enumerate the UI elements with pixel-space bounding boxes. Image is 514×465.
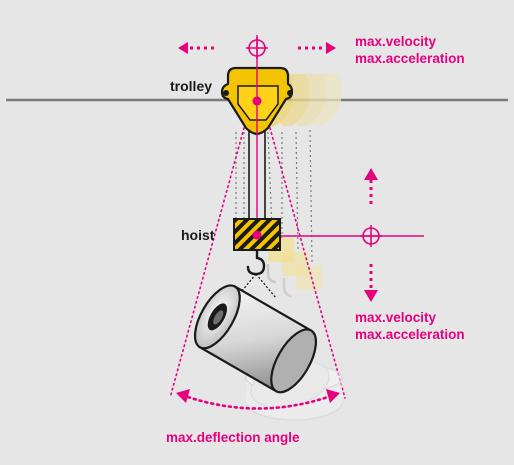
trolley-acceleration-label: max.acceleration	[355, 51, 465, 66]
hook-ghost	[266, 264, 277, 284]
hoist-velocity-label: max.velocity	[355, 310, 437, 325]
cylinder-load-icon	[193, 284, 318, 394]
crosshair-icon	[246, 37, 268, 59]
cables	[248, 126, 266, 220]
trolley-label: trolley	[170, 78, 213, 94]
ghost-cables	[235, 129, 313, 263]
hoist-motion-arrows	[364, 168, 378, 302]
deflection-arrow	[176, 389, 340, 410]
trolley-velocity-label: max.velocity	[355, 34, 437, 49]
trolley-motion-arrows	[178, 42, 336, 54]
hoist-acceleration-label: max.acceleration	[355, 327, 465, 342]
trolley-pivot-dot	[252, 96, 262, 106]
hoist-label: hoist	[181, 227, 215, 243]
hoist-hazard-icon	[233, 218, 281, 251]
hoist-pivot-dot	[252, 230, 262, 240]
deflection-label: max.deflection angle	[166, 430, 300, 445]
crosshair-icon	[360, 225, 382, 247]
load-slings	[235, 273, 277, 299]
hook-icon	[246, 248, 266, 276]
deflection-cone	[169, 127, 346, 399]
hook-ghost	[282, 278, 293, 298]
